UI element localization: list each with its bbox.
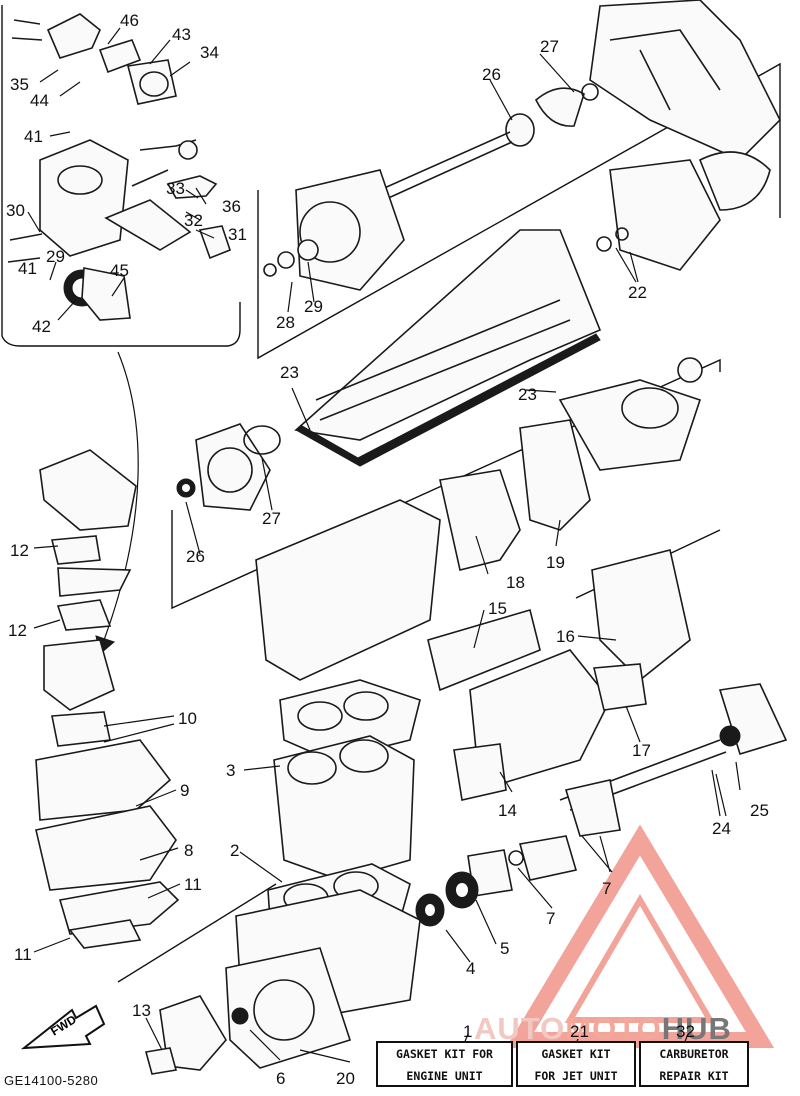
callout-15: 15 (488, 599, 507, 618)
kit-box-line1: GASKET KIT FOR (396, 1047, 493, 1061)
callout-6: 6 (276, 1069, 285, 1088)
kit-box-line1: GASKET KIT (541, 1047, 611, 1061)
callout-8: 8 (184, 841, 193, 860)
callout-45: 45 (110, 261, 129, 280)
callout-38: 34 (200, 43, 219, 62)
callout-14: 14 (498, 801, 517, 820)
inset-arrow-curve (103, 351, 139, 641)
callout-2: 2 (230, 841, 239, 860)
callout-20: 20 (336, 1069, 355, 1088)
callout-11-left: 11 (14, 945, 32, 964)
kit-box-line1: CARBURETOR (659, 1047, 729, 1061)
callout-27: 27 (262, 509, 281, 528)
fwd-arrow: FWD (20, 1004, 106, 1050)
callout-35: 31 (228, 225, 247, 244)
leader-lines (27, 27, 741, 1063)
callout-13: 13 (132, 1001, 151, 1020)
callout-28: 28 (276, 313, 295, 332)
engine-block-parts (144, 679, 421, 1075)
callout-43: 43 (172, 25, 191, 44)
callout-12-top: 12 (10, 541, 29, 560)
left-stack-parts (35, 449, 180, 949)
callout-37: 33 (166, 179, 185, 198)
callout-25: 25 (750, 801, 769, 820)
kit-ref-32: 32 (676, 1022, 695, 1041)
callout-41-bottom: 41 (18, 259, 37, 278)
callout-41-top: 41 (24, 127, 43, 146)
callout-23-left: 23 (280, 363, 299, 382)
callout-30: 26 (482, 65, 501, 84)
callout-42: 42 (32, 317, 51, 336)
callout-26: 26 (186, 547, 205, 566)
jet-pump-parts (263, 0, 781, 291)
callout-23-right: 23 (518, 385, 537, 404)
callout-40: 36 (222, 197, 241, 216)
callout-9: 9 (180, 781, 189, 800)
kit-box-jet-gasket: GASKET KIT FOR JET UNIT (516, 1041, 636, 1087)
callout-16: 16 (556, 627, 575, 646)
callout-10: 10 (178, 709, 197, 728)
callout-17: 17 (632, 741, 651, 760)
callout-4: 4 (466, 959, 475, 978)
callout-5: 5 (500, 939, 509, 958)
watermark-logo (505, 824, 775, 1048)
part-callouts: 46 43 34 35 44 41 33 36 32 31 30 29 41 4… (6, 11, 769, 1088)
intake-duct (294, 229, 602, 467)
callout-33: 29 (46, 247, 65, 266)
callout-18: 18 (506, 573, 525, 592)
callout-22: 22 (628, 283, 647, 302)
callout-39: 35 (10, 75, 29, 94)
callout-11-right: 11 (184, 875, 202, 894)
callout-3: 3 (226, 761, 235, 780)
callout-46: 46 (120, 11, 139, 30)
exhaust-parts (415, 549, 788, 927)
kit-box-line2: REPAIR KIT (659, 1069, 729, 1083)
kit-box-line2: FOR JET UNIT (534, 1069, 618, 1083)
kit-box-carburetor-repair: CARBURETOR REPAIR KIT (639, 1041, 749, 1087)
callout-34: 30 (6, 201, 25, 220)
carburetor-inset-frame (1, 5, 241, 347)
callout-36: 32 (184, 211, 203, 230)
callout-44: 44 (30, 91, 49, 110)
callout-7-right: 7 (602, 879, 611, 898)
jet-pump-frame (257, 62, 781, 360)
callout-7-left: 7 (546, 909, 555, 928)
middle-parts (176, 357, 703, 681)
kit-box-engine-gasket: GASKET KIT FOR ENGINE UNIT (376, 1041, 513, 1087)
kit-box-line2: ENGINE UNIT (406, 1069, 483, 1083)
drawing-code: GE14100-5280 (4, 1073, 99, 1088)
callout-24: 24 (712, 819, 731, 838)
callout-19: 19 (546, 553, 565, 572)
kit-ref-21: 21 (570, 1022, 589, 1041)
kit-ref-1: 1 (463, 1022, 473, 1041)
callout-12-bottom: 12 (8, 621, 27, 640)
callout-31: 27 (540, 37, 559, 56)
watermark-text: AUTOMOTOHUB (474, 1011, 732, 1046)
carburetor-inset-parts (7, 13, 231, 321)
callout-29: 29 (304, 297, 323, 316)
left-stack-frame (117, 883, 277, 983)
